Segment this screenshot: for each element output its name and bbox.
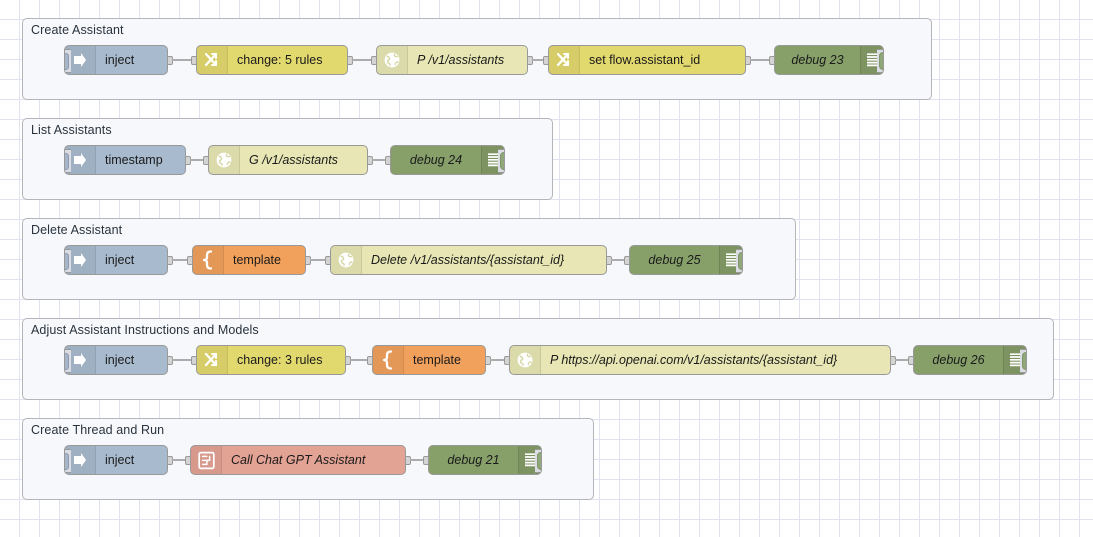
inject-trigger-button[interactable] bbox=[65, 49, 71, 73]
node-http-request[interactable]: P https://api.openai.com/v1/assistants/{… bbox=[509, 345, 891, 375]
group-label: List Assistants bbox=[31, 123, 112, 137]
node-label: Call Chat GPT Assistant bbox=[231, 453, 366, 467]
debug-toggle-button[interactable] bbox=[498, 149, 504, 173]
debug-toggle-glyph bbox=[879, 52, 883, 70]
wire-inject-openai[interactable] bbox=[172, 459, 185, 461]
node-label: timestamp bbox=[105, 153, 163, 167]
inject-trigger-button[interactable] bbox=[65, 149, 71, 173]
node-inject[interactable]: inject bbox=[64, 45, 168, 75]
shuffle-icon bbox=[197, 346, 228, 374]
inject-trigger-button[interactable] bbox=[65, 449, 71, 473]
globe-icon bbox=[510, 346, 541, 374]
node-label: inject bbox=[105, 453, 135, 467]
node-debug[interactable]: debug 24 bbox=[390, 145, 505, 175]
inject-trigger-button[interactable] bbox=[65, 249, 71, 273]
node-debug[interactable]: debug 23 bbox=[774, 45, 884, 75]
wire-http-change[interactable] bbox=[532, 59, 543, 61]
node-label: P /v1/assistants bbox=[417, 53, 505, 67]
brace-icon bbox=[193, 246, 224, 274]
node-label: debug 21 bbox=[447, 453, 500, 467]
node-label: inject bbox=[105, 353, 135, 367]
group-label: Adjust Assistant Instructions and Models bbox=[31, 323, 259, 337]
brace-icon bbox=[373, 346, 404, 374]
wire-http-debug[interactable] bbox=[611, 259, 624, 261]
wire-inject-template[interactable] bbox=[172, 259, 187, 261]
node-http-request[interactable]: P /v1/assistants bbox=[376, 45, 528, 75]
node-label: debug 24 bbox=[409, 153, 463, 167]
wire-http-debug[interactable] bbox=[895, 359, 908, 361]
inject-trigger-glyph bbox=[65, 352, 69, 370]
node-label: G /v1/assistants bbox=[249, 153, 338, 167]
globe-icon bbox=[331, 246, 362, 274]
node-label: template bbox=[413, 353, 461, 367]
inject-trigger-glyph bbox=[65, 52, 69, 70]
shuffle-icon bbox=[549, 46, 580, 74]
debug-toggle-glyph bbox=[738, 252, 742, 270]
node-change[interactable]: change: 5 rules bbox=[196, 45, 348, 75]
debug-toggle-button[interactable] bbox=[736, 249, 742, 273]
wire-inject-change[interactable] bbox=[172, 59, 191, 61]
node-label: P https://api.openai.com/v1/assistants/{… bbox=[550, 353, 838, 367]
debug-toggle-glyph bbox=[537, 452, 541, 470]
node-template[interactable]: template bbox=[192, 245, 306, 275]
group-label: Create Thread and Run bbox=[31, 423, 165, 437]
wire-change-debug[interactable] bbox=[750, 59, 769, 61]
inject-trigger-glyph bbox=[65, 152, 69, 170]
node-http-request[interactable]: G /v1/assistants bbox=[208, 145, 368, 175]
node-label: debug 23 bbox=[791, 53, 844, 67]
node-label: change: 5 rules bbox=[237, 53, 323, 67]
inject-trigger-button[interactable] bbox=[65, 349, 71, 373]
openai-assistant-icon bbox=[191, 446, 222, 474]
node-inject[interactable]: inject bbox=[64, 345, 168, 375]
node-label: debug 25 bbox=[648, 253, 701, 267]
debug-toggle-glyph bbox=[500, 152, 504, 170]
inject-trigger-glyph bbox=[65, 252, 69, 270]
debug-toggle-button[interactable] bbox=[535, 449, 541, 473]
node-label: change: 3 rules bbox=[237, 353, 323, 367]
wire-http-debug[interactable] bbox=[372, 159, 385, 161]
wire-template-http[interactable] bbox=[490, 359, 504, 361]
node-change-flowid[interactable]: set flow.assistant_id bbox=[548, 45, 746, 75]
node-template[interactable]: template bbox=[372, 345, 486, 375]
node-label: set flow.assistant_id bbox=[589, 53, 701, 67]
debug-toggle-button[interactable] bbox=[1020, 349, 1026, 373]
debug-toggle-glyph bbox=[1022, 352, 1026, 370]
node-debug[interactable]: debug 25 bbox=[629, 245, 743, 275]
group-label: Delete Assistant bbox=[31, 223, 123, 237]
wire-change-template[interactable] bbox=[350, 359, 367, 361]
node-inject[interactable]: inject bbox=[64, 445, 168, 475]
globe-icon bbox=[377, 46, 408, 74]
node-change[interactable]: change: 3 rules bbox=[196, 345, 346, 375]
wire-inject-change[interactable] bbox=[172, 359, 191, 361]
wire-openai-debug[interactable] bbox=[410, 459, 423, 461]
node-label: template bbox=[233, 253, 281, 267]
wire-template-http[interactable] bbox=[310, 259, 325, 261]
inject-trigger-glyph bbox=[65, 452, 69, 470]
shuffle-icon bbox=[197, 46, 228, 74]
node-label: Delete /v1/assistants/{assistant_id} bbox=[371, 253, 565, 267]
node-openai-assistant[interactable]: Call Chat GPT Assistant bbox=[190, 445, 406, 475]
wire-inject-http[interactable] bbox=[190, 159, 203, 161]
node-label: inject bbox=[105, 253, 135, 267]
node-label: debug 26 bbox=[932, 353, 985, 367]
globe-icon bbox=[209, 146, 240, 174]
node-inject[interactable]: timestamp bbox=[64, 145, 186, 175]
node-http-request[interactable]: Delete /v1/assistants/{assistant_id} bbox=[330, 245, 607, 275]
group-label: Create Assistant bbox=[31, 23, 124, 37]
wire-change-http[interactable] bbox=[352, 59, 371, 61]
node-debug[interactable]: debug 26 bbox=[913, 345, 1027, 375]
node-label: inject bbox=[105, 53, 135, 67]
node-debug[interactable]: debug 21 bbox=[428, 445, 542, 475]
debug-toggle-button[interactable] bbox=[877, 49, 883, 73]
node-inject[interactable]: inject bbox=[64, 245, 168, 275]
